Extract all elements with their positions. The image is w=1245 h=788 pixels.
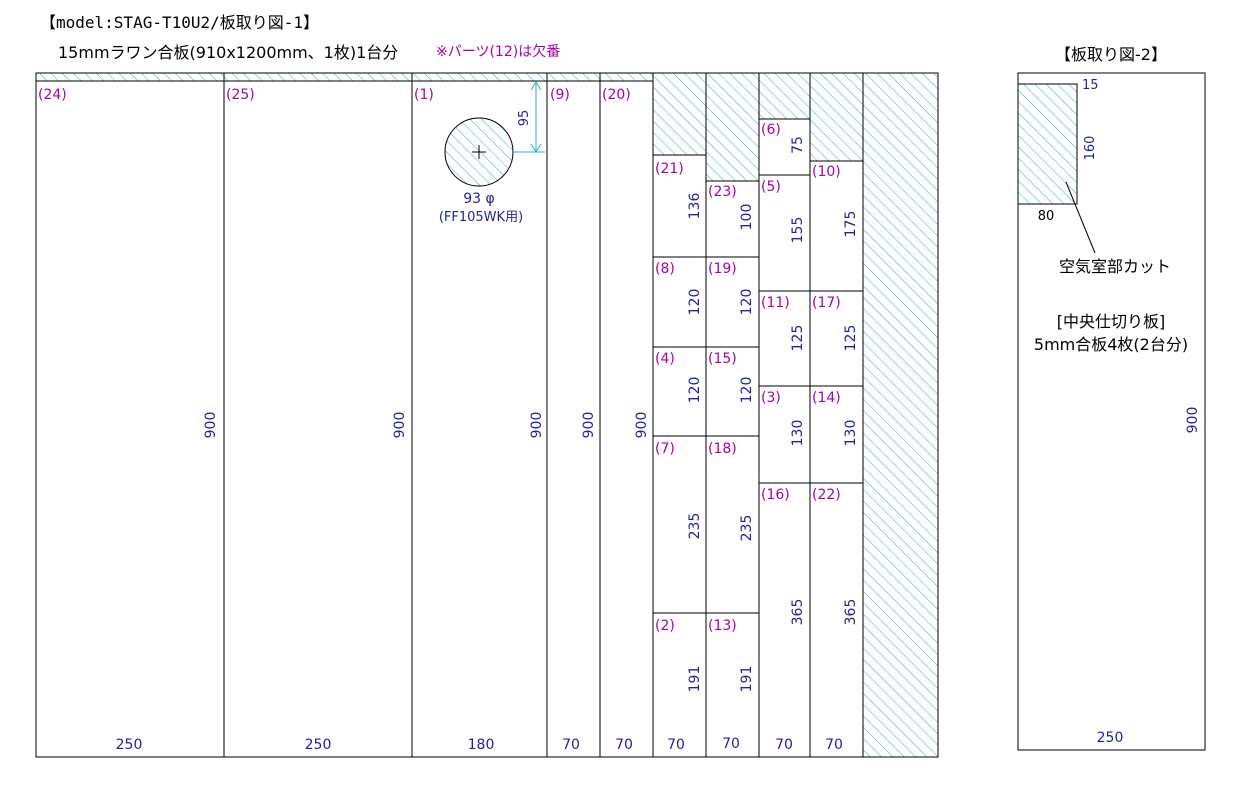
sheet2-height-label: 900 [1185,407,1201,434]
sheet2-title: 【板取り図-2】 [1055,45,1167,64]
part-label-9: (9) [550,87,570,103]
divider-description: 5mm合板4枚(2台分) [1034,335,1188,354]
part-label-20: (20) [602,87,631,103]
sheet1-outline [35,72,939,758]
dim-label-8: 120 [687,289,703,316]
dim-label-18: 235 [739,515,755,542]
stack-2: (23) 100 (19) 120 (15) 120 (18) 235 (13)… [708,184,755,752]
dim-label-3: 130 [790,420,806,447]
diagram-title: 【model:STAG-T10U2/板取り図-1】 [40,13,319,32]
sheet2-width-label: 250 [1097,730,1124,746]
cut-leader-line [1065,181,1096,254]
height-label-25: 900 [392,412,408,439]
part-label-10: (10) [812,164,841,180]
missing-part-note: ※パーツ(12)は欠番 [436,44,560,60]
width-label-stack-4: 70 [825,737,843,753]
part-label-25: (25) [226,87,255,103]
part-label-2: (2) [655,618,675,634]
diagram-subtitle: 15mmラワン合板(910x1200mm、1枚)1台分 [58,43,398,62]
stack-3: (6) 75 (5) 155 (11) 125 (3) 130 (16) 365… [761,122,806,753]
part-label-18: (18) [708,441,737,457]
stack-1: (21) 136 (8) 120 (4) 120 (7) 235 (2) 191… [655,161,703,753]
part-label-23: (23) [708,184,737,200]
part-label-5: (5) [761,179,781,195]
width-label-stack-3: 70 [775,737,793,753]
dim-label-22: 365 [843,599,859,626]
hole-offset-label: 95 [517,110,532,127]
part-label-15: (15) [708,351,737,367]
height-label-20: 900 [634,412,650,439]
part-label-6: (6) [761,122,781,138]
dim-label-15: 120 [739,377,755,404]
part-label-14: (14) [812,390,841,406]
dim-label-4: 120 [687,377,703,404]
dim-label-10: 175 [843,211,859,238]
part-label-17: (17) [812,295,841,311]
height-label-24: 900 [203,412,219,439]
waste-stack4-top [810,73,863,161]
sheet1-board [35,72,939,758]
cut-height-label: 160 [1083,136,1098,161]
main-columns: (24) (25) (1) (9) (20) 900 900 900 900 9… [38,87,650,753]
stack-4: (10) 175 (17) 125 (14) 130 (22) 365 70 [812,164,859,753]
dim-label-21: 136 [687,193,703,220]
dim-label-17: 125 [843,325,859,352]
part-label-24: (24) [38,87,67,103]
cut-width-label: 80 [1038,209,1055,224]
dim-label-11: 125 [790,325,806,352]
part-label-16: (16) [761,487,790,503]
dim-label-5: 155 [790,217,806,244]
dim-label-23: 100 [739,204,755,231]
dim-label-2: 191 [687,666,703,693]
cut-top-label: 15 [1082,78,1099,93]
part-label-3: (3) [761,390,781,406]
width-label-25: 250 [305,737,332,753]
height-label-9: 900 [581,412,597,439]
part-label-19: (19) [708,261,737,277]
part-label-7: (7) [655,441,675,457]
width-label-1: 180 [468,737,495,753]
dim-label-7: 235 [687,513,703,540]
width-label-stack-1: 70 [667,737,685,753]
part-label-8: (8) [655,261,675,277]
width-label-24: 250 [116,737,143,753]
hole-usage-label: (FF105WK用) [439,210,523,225]
width-label-stack-2: 70 [722,736,740,752]
cut-label: 空気室部カット [1059,257,1171,276]
part-label-21: (21) [655,161,684,177]
part-label-13: (13) [708,618,737,634]
part-label-22: (22) [812,487,841,503]
speaker-hole: 95 93 φ (FF105WK用) [439,81,545,225]
dim-label-6: 75 [790,136,806,154]
sheet2-board: 【板取り図-2】 15 160 80 空気室部カット [中央仕切り板] 5mm合… [1017,45,1206,751]
hole-diameter-label: 93 φ [463,191,495,207]
waste-right-strip [863,73,938,757]
part-label-4: (4) [655,351,675,367]
dim-label-19: 120 [739,289,755,316]
sheet2-outline [1017,72,1206,751]
sheet1-top-waste [36,73,653,81]
dim-label-14: 130 [843,420,859,447]
waste-stack2-top [706,73,759,181]
waste-stack1-top [653,73,706,155]
width-label-20: 70 [615,737,633,753]
part-label-11: (11) [761,295,790,311]
divider-title: [中央仕切り板] [1057,312,1166,331]
part-label-1: (1) [414,87,434,103]
waste-stack3-top [759,73,810,119]
dim-label-16: 365 [790,599,806,626]
dim-label-13: 191 [739,666,755,693]
width-label-9: 70 [562,737,580,753]
height-label-1: 900 [529,412,545,439]
